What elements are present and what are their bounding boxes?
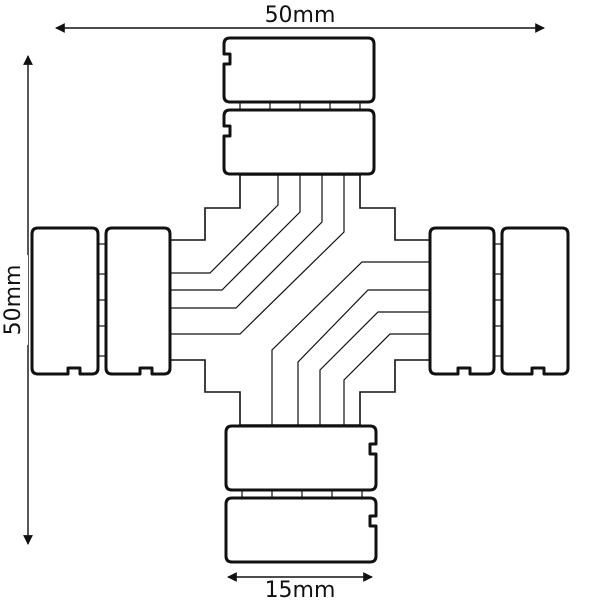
left-arm xyxy=(30,226,172,376)
wire-traces xyxy=(170,175,430,425)
wire-trace xyxy=(170,175,345,335)
clip-housing xyxy=(104,226,172,376)
left-dimension-label-bg xyxy=(2,255,28,345)
clip-housing xyxy=(428,226,496,376)
clip-contact-strips xyxy=(239,102,361,110)
left-dimension: 50mm xyxy=(1,55,33,545)
wire-trace xyxy=(170,175,323,309)
top-arm xyxy=(222,36,376,176)
wire-trace xyxy=(271,261,430,425)
clip-housing xyxy=(222,36,376,104)
clip-contact-strips xyxy=(494,243,502,357)
clip-housing xyxy=(224,496,378,564)
bottom-dimension-label: 15mm xyxy=(265,578,336,600)
clip-housing xyxy=(30,226,100,376)
bottom-dimension: 15mm xyxy=(227,572,373,600)
top-dimension-label: 50mm xyxy=(265,3,336,28)
wire-trace xyxy=(170,175,279,274)
right-arm xyxy=(428,226,570,376)
left-dimension-label: 50mm xyxy=(1,265,26,336)
clip-contact-strips xyxy=(98,243,106,357)
wire-trace xyxy=(297,289,430,425)
top-dimension: 50mm xyxy=(55,2,545,33)
clip-housing xyxy=(224,424,378,492)
clip-contact-strips xyxy=(241,490,363,498)
top-dimension-label-bg xyxy=(255,2,345,26)
wire-trace xyxy=(343,333,430,425)
wire-trace xyxy=(170,175,301,291)
clip-housing xyxy=(222,108,376,176)
bottom-dimension-label-bg xyxy=(258,578,342,600)
clip-housing xyxy=(500,226,570,376)
bottom-arm xyxy=(224,424,378,564)
wire-trace xyxy=(319,311,430,425)
